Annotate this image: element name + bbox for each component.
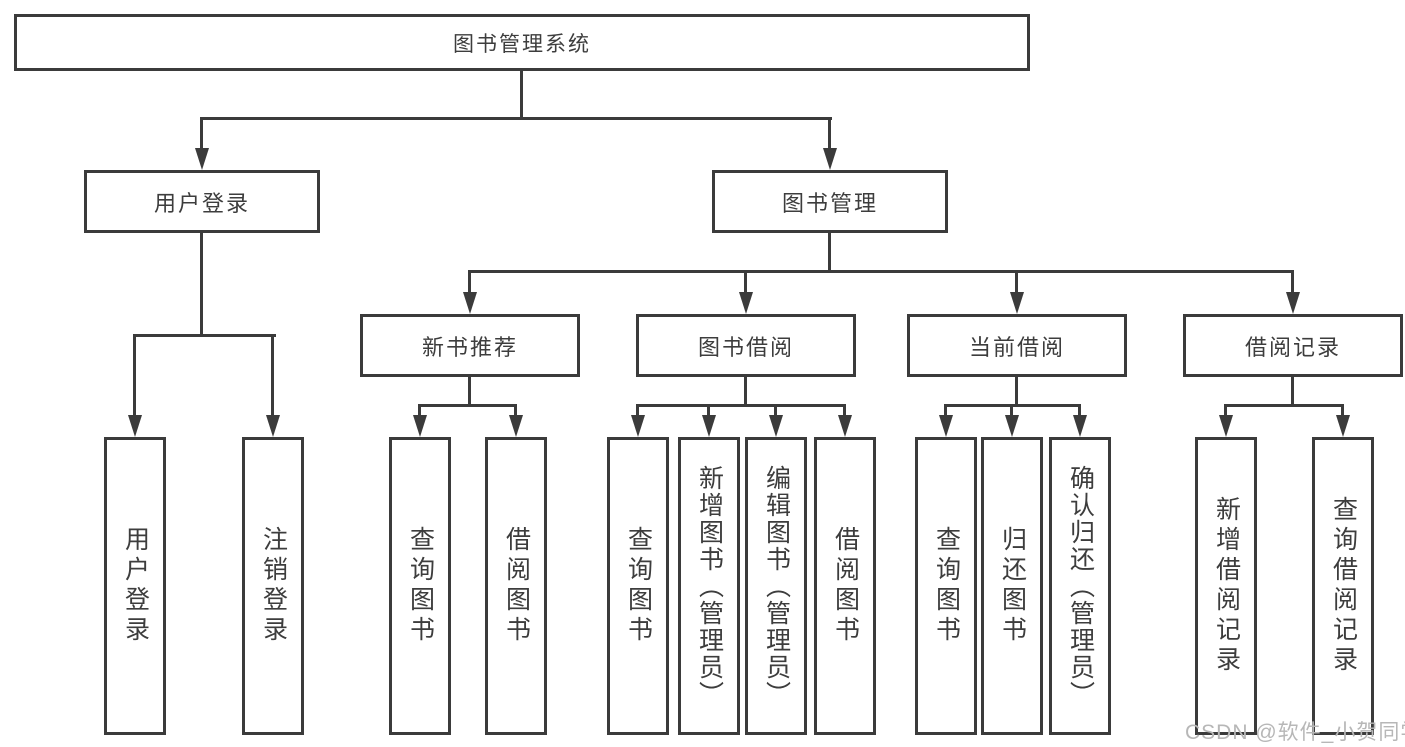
arrowhead-down-icon: [939, 415, 953, 437]
leaf-confirm-return-admin: 确认归还（管理员）: [1049, 437, 1111, 735]
connector-bookmgmt-splitter: [470, 270, 1294, 273]
connector-stem: [774, 404, 777, 417]
connector-stem: [1010, 404, 1013, 417]
connector-stem: [1341, 404, 1344, 417]
leaf-edit-book-admin: 编辑图书（管理员）: [745, 437, 807, 735]
arrowhead-down-icon: [838, 415, 852, 437]
node-borrow-records: 借阅记录: [1183, 314, 1403, 377]
arrowhead-down-icon: [463, 292, 477, 314]
connector-stem: [468, 270, 471, 294]
connector-stem: [744, 270, 747, 294]
arrowhead-down-icon: [195, 148, 209, 170]
connector-stem: [1224, 404, 1227, 417]
connector-stem: [944, 404, 947, 417]
connector-root-stem: [520, 71, 523, 120]
connector-to-user-login: [200, 117, 203, 152]
arrowhead-down-icon: [509, 415, 523, 437]
connector-stem: [1291, 377, 1294, 407]
leaf-borrow-books: 借阅图书: [485, 437, 547, 735]
connector-stem: [1015, 270, 1018, 294]
arrowhead-down-icon: [1005, 415, 1019, 437]
connector-splitter: [420, 404, 516, 407]
leaf-add-borrow-record: 新增借阅记录: [1195, 437, 1257, 735]
leaf-query-books: 查询图书: [389, 437, 451, 735]
connector-stem: [271, 334, 274, 417]
connector-userlogin-stem: [200, 233, 203, 337]
arrowhead-down-icon: [1336, 415, 1350, 437]
connector-stem: [1015, 377, 1018, 407]
arrowhead-down-icon: [1010, 292, 1024, 314]
connector-stem: [1078, 404, 1081, 417]
leaf-borrow-books: 借阅图书: [814, 437, 876, 735]
connector-splitter: [638, 404, 845, 407]
leaf-query-books: 查询图书: [915, 437, 977, 735]
connector-stem: [514, 404, 517, 417]
arrowhead-down-icon: [769, 415, 783, 437]
connector-stem: [843, 404, 846, 417]
leaf-logout: 注销登录: [242, 437, 304, 735]
connector-to-book-mgmt: [828, 117, 831, 152]
node-current-borrow: 当前借阅: [907, 314, 1127, 377]
arrowhead-down-icon: [128, 415, 142, 437]
arrowhead-down-icon: [1073, 415, 1087, 437]
leaf-return-book: 归还图书: [981, 437, 1043, 735]
arrowhead-down-icon: [823, 148, 837, 170]
leaf-query-borrow-record: 查询借阅记录: [1312, 437, 1374, 735]
csdn-watermark: CSDN @软件_小贺同学: [1185, 721, 1405, 744]
leaf-user-login: 用户登录: [104, 437, 166, 735]
arrowhead-down-icon: [702, 415, 716, 437]
arrowhead-down-icon: [631, 415, 645, 437]
arrowhead-down-icon: [266, 415, 280, 437]
connector-root-splitter: [202, 117, 832, 120]
arrowhead-down-icon: [1286, 292, 1300, 314]
leaf-query-books: 查询图书: [607, 437, 669, 735]
node-book-management-branch: 图书管理: [712, 170, 948, 233]
connector-userlogin-splitter: [135, 334, 276, 337]
node-book-borrow: 图书借阅: [636, 314, 856, 377]
connector-stem: [636, 404, 639, 417]
node-root: 图书管理系统: [14, 14, 1030, 71]
arrowhead-down-icon: [413, 415, 427, 437]
connector-stem: [133, 334, 136, 417]
leaf-add-book-admin: 新增图书（管理员）: [678, 437, 740, 735]
arrowhead-down-icon: [739, 292, 753, 314]
connector-stem: [468, 377, 471, 407]
connector-stem: [1291, 270, 1294, 294]
connector-splitter: [1226, 404, 1343, 407]
connector-splitter: [946, 404, 1080, 407]
arrowhead-down-icon: [1219, 415, 1233, 437]
node-new-book-recommend: 新书推荐: [360, 314, 580, 377]
node-user-login-branch: 用户登录: [84, 170, 320, 233]
connector-stem: [744, 377, 747, 407]
connector-stem: [707, 404, 710, 417]
connector-bookmgmt-stem: [828, 233, 831, 273]
connector-stem: [418, 404, 421, 417]
